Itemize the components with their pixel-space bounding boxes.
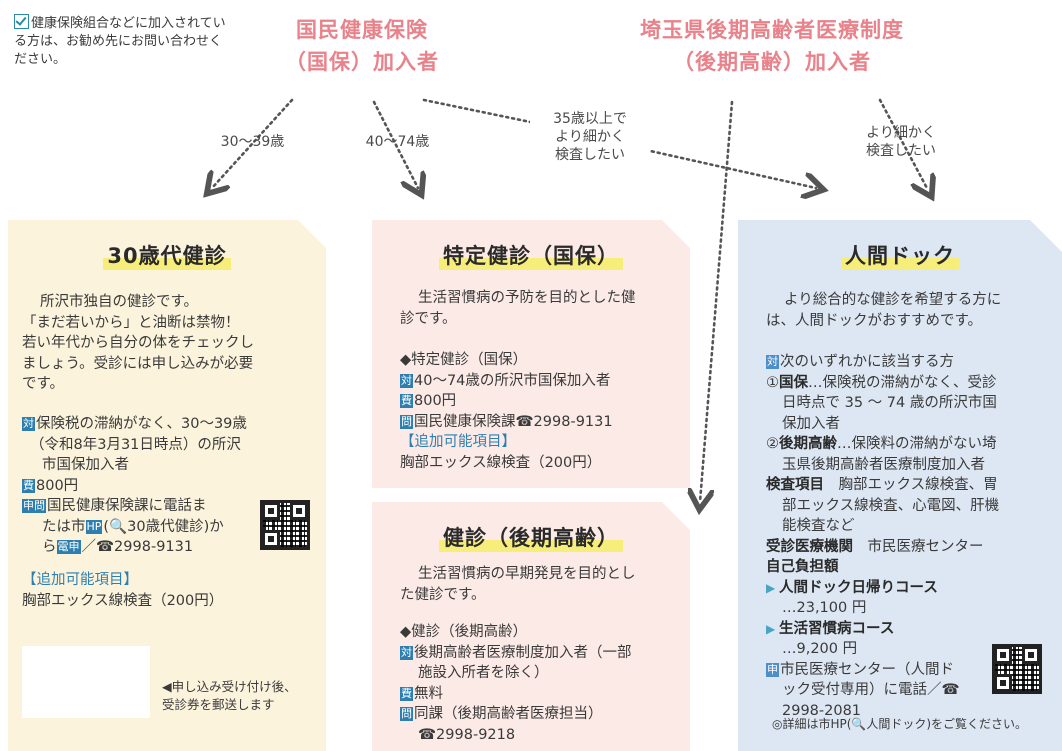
arrow-kokuho-to-dock [422, 98, 542, 126]
target-tag: 対 [400, 645, 413, 660]
header-kokuho: 国民健康保険 （国保）加入者 [262, 14, 462, 78]
card-30s-intro: 所沢市独自の健診です。 「まだ若いから」と油断は禁物！ 若い年代から自分の体をチ… [22, 294, 254, 392]
header-koki-line1: 埼玉県後期高齢者医療制度 [640, 18, 904, 42]
arrow-label-over35: 35歳以上で より細かく 検査したい [530, 110, 650, 164]
card-30s: 30歳代健診 所沢市独自の健診です。 「まだ若いから」と油断は禁物！ 若い年代か… [8, 220, 326, 751]
card-koki-details: ◆健診（後期高齢） 対後期高齢者医療制度加入者（一部 施設入所者を除く） 費無料… [400, 624, 632, 743]
eden-tag: 電申 [56, 540, 81, 554]
arrow-label-detail: より細かく 検査したい [866, 125, 936, 159]
header-koki: 埼玉県後期高齢者医療制度 （後期高齢）加入者 [596, 14, 948, 78]
arrow-to-tokutei [372, 100, 418, 188]
card-koki: 健診（後期高齢） 生活習慣病の早期発見を目的とし た健診です。 ◆健診（後期高齢… [372, 502, 690, 751]
card-dock-intro: より総合的な健診を希望する方に は、人間ドックがおすすめです。 [766, 292, 1002, 329]
header-kokuho-line1: 国民健康保険 [296, 18, 428, 42]
fee-tag: 費 [400, 686, 413, 701]
ticket-note: ◀申し込み受け付け後、 受診券を郵送します [162, 679, 297, 712]
qr-code-30s[interactable] [260, 500, 310, 550]
qr-code-dock[interactable] [992, 644, 1042, 694]
card-30s-extra: 【追加可能項目】 胸部エックス線検査（200円） [22, 572, 224, 609]
arrow-to-30s [212, 98, 294, 188]
fee-tag: 費 [400, 394, 413, 408]
card-koki-intro: 生活習慣病の早期発見を目的とし た健診です。 [400, 566, 636, 603]
target-tag: 対 [22, 417, 35, 431]
triangle-right-icon: ▶ [766, 621, 780, 636]
arrow-label-30-39: 30〜39歳 [220, 134, 285, 150]
arrow-koki-to-dock [878, 98, 928, 190]
card-dock-details: 対次のいずれかに該当する方 ①国保…保険税の滞納がなく、受診 日時点で 35 ～… [766, 354, 1000, 719]
target-tag: 対 [766, 355, 779, 369]
card-koki-title: 健診（後期高齢） [372, 522, 690, 552]
inquiry-tag: 問 [400, 707, 413, 721]
hp-tag: HP [85, 519, 103, 534]
card-tokutei-title: 特定健診（国保） [372, 240, 690, 270]
header-kokuho-line2: （国保）加入者 [285, 50, 439, 74]
notice-text: 健康保険組合などに加入されている方は、お勧め先にお問い合わせください。 [14, 14, 226, 67]
apply-tag: 申 [766, 662, 779, 677]
card-dock-title: 人間ドック [738, 240, 1062, 270]
arrow-label-40-74: 40〜74歳 [365, 134, 430, 150]
inquiry-tag: 問 [400, 414, 413, 429]
card-tokutei: 特定健診（国保） 生活習慣病の予防を目的とした健 診です。 ◆特定健診（国保） … [372, 220, 690, 488]
card-dock: 人間ドック より総合的な健診を希望する方に は、人間ドックがおすすめです。 対次… [738, 220, 1062, 751]
fee-tag: 費 [22, 478, 35, 493]
card-tokutei-intro: 生活習慣病の予防を目的とした健 診です。 [400, 290, 636, 327]
target-tag: 対 [400, 373, 413, 388]
header-koki-line2: （後期高齢）加入者 [673, 50, 871, 74]
checkbox-icon [14, 14, 29, 29]
triangle-right-icon: ▶ [766, 580, 780, 595]
arrow-koki-to-health [700, 100, 734, 502]
card-30s-details: 対保険税の滞納がなく、30～39歳 （令和8年3月31日時点）の所沢 市国保加入… [22, 416, 247, 555]
card-30s-title: 30歳代健診 [8, 240, 326, 270]
arrow-kokuho-to-dock-2 [644, 148, 816, 188]
ticket-image-placeholder [22, 646, 150, 718]
card-dock-detail-note: ◎詳細は市HP(🔍人間ドック)をご覧ください。 [772, 717, 1028, 731]
apply-tag: 申問 [22, 499, 46, 513]
